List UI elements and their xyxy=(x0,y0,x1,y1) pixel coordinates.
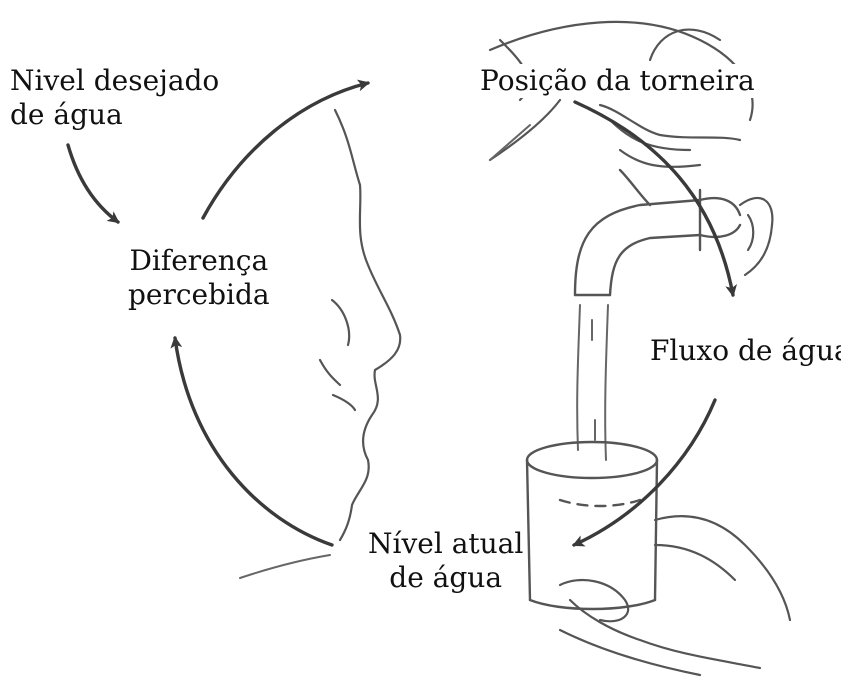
faucet-sketch xyxy=(573,168,742,297)
desired-level-line-2: de água xyxy=(10,98,123,131)
arrow-tap-to-flow xyxy=(573,100,738,297)
label-tap-position: Posição da torneira xyxy=(478,64,757,98)
arrow-flow-to-level xyxy=(572,398,717,547)
current-level-line-2: de água xyxy=(389,561,503,594)
glass-sketch xyxy=(525,440,659,611)
tap-position-text: Posição da torneira xyxy=(480,64,755,97)
hand-sketch xyxy=(488,20,774,277)
desired-level-line-1: Nivel desejado xyxy=(10,64,220,97)
face-profile-sketch xyxy=(318,108,402,542)
current-level-line-1: Nível atual xyxy=(368,527,524,560)
water-stream-sketch xyxy=(576,304,609,461)
holding-hand-sketch xyxy=(558,515,792,677)
label-water-flow: Fluxo de água xyxy=(648,334,841,368)
label-current-level: Nível atual de água xyxy=(366,527,526,595)
label-perceived-difference: Diferença percebida xyxy=(126,244,272,312)
arrow-level-to-difference xyxy=(170,336,334,547)
perceived-difference-line-2: percebida xyxy=(128,278,270,311)
label-desired-level: Nivel desejado de água xyxy=(8,64,222,132)
water-flow-text: Fluxo de água xyxy=(650,334,841,367)
loop-arrows xyxy=(66,79,738,547)
sketch-accent-lines xyxy=(239,124,531,579)
arrow-desired-to-difference xyxy=(66,143,120,224)
perceived-difference-line-1: Diferença xyxy=(129,244,269,277)
arrow-difference-to-tap xyxy=(201,79,370,220)
